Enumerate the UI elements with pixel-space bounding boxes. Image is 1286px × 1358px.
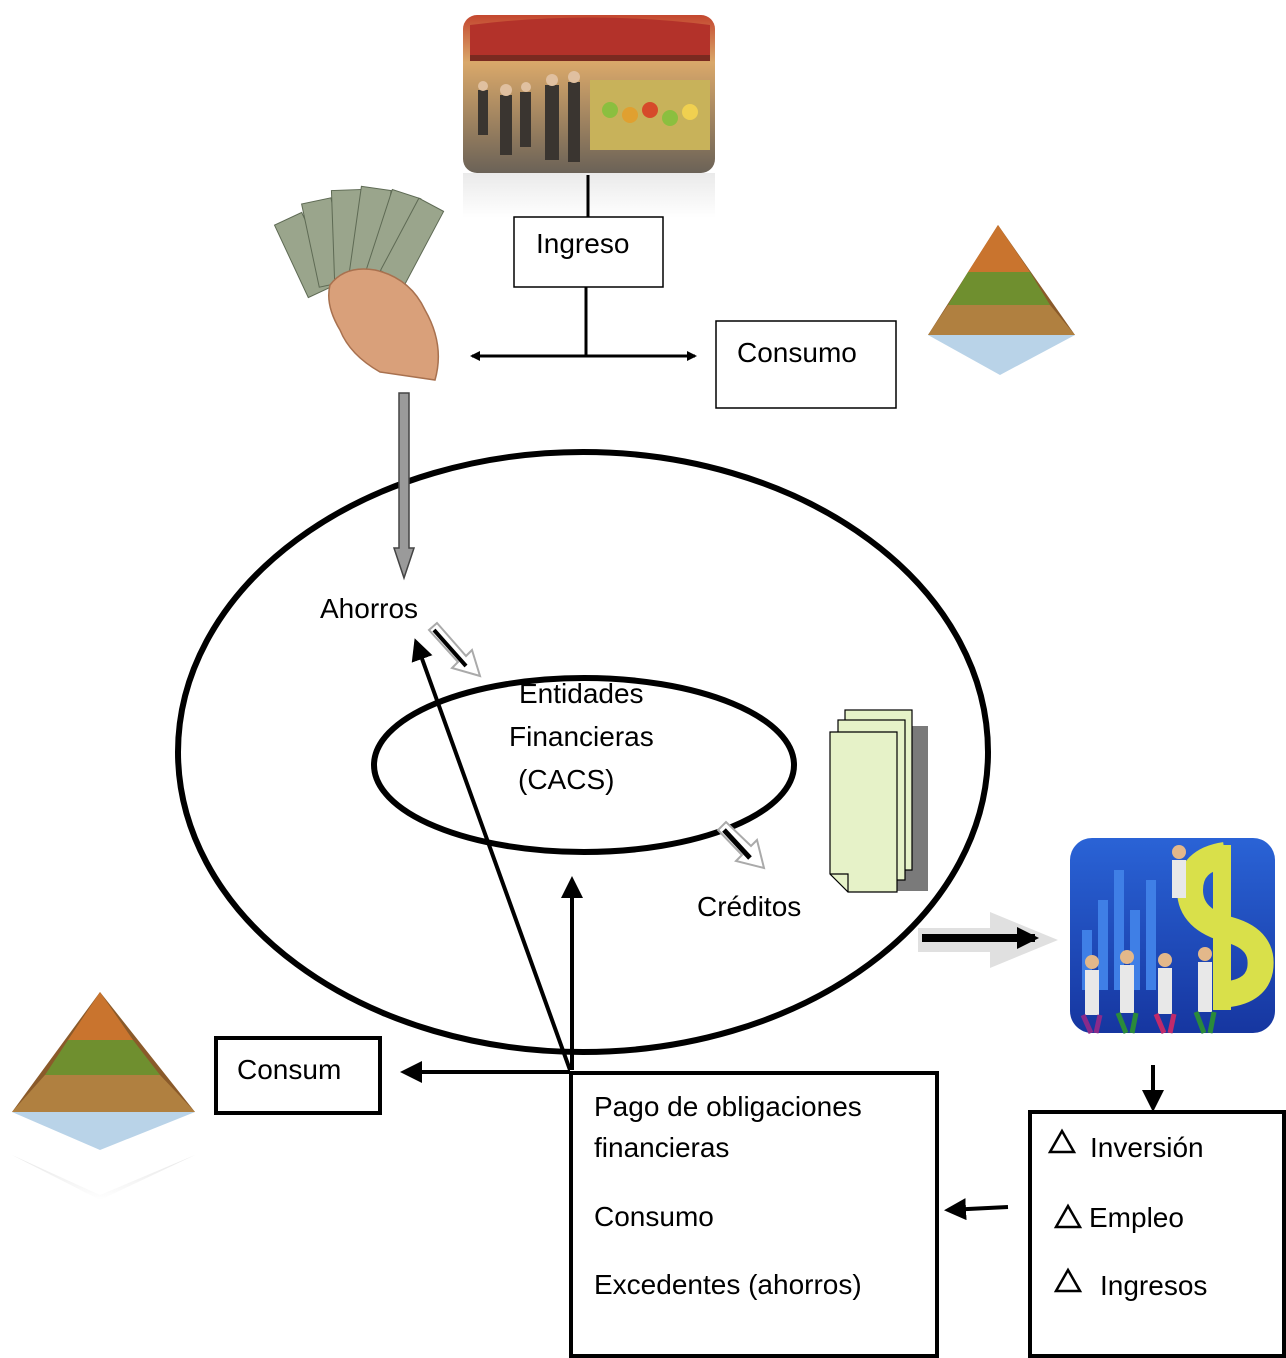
consumo-box — [715, 320, 897, 409]
delta-icon — [1047, 1128, 1077, 1154]
payments-line-2: financieras — [594, 1132, 729, 1163]
credits-to-investment-arrow — [918, 912, 1058, 968]
effect-empleo: Empleo — [1089, 1202, 1184, 1233]
inner-ellipse — [371, 675, 797, 855]
documents-stack-icon — [829, 709, 928, 893]
payments-line-3: Consumo — [594, 1201, 714, 1232]
payments-line-4: Excedentes (ahorros) — [594, 1269, 862, 1300]
ingreso-label: Ingreso — [536, 228, 629, 259]
ahorros-label: Ahorros — [320, 593, 418, 624]
payments-to-savings-arrow — [411, 638, 572, 1071]
ingreso-box — [513, 216, 664, 288]
delta-icon — [1053, 1267, 1083, 1293]
business-people-dollar-image — [1070, 838, 1275, 1035]
money-hand-image — [273, 185, 445, 381]
consum-label: Consum — [237, 1054, 341, 1085]
entities-line-3: (CACS) — [518, 764, 614, 795]
delta-icon — [1053, 1203, 1083, 1229]
payments-line-1: Pago de obligaciones — [594, 1091, 862, 1122]
effect-ingresos: Ingresos — [1100, 1270, 1207, 1301]
consum-box — [214, 1036, 382, 1115]
savings-to-entities-arrow — [427, 621, 482, 678]
outer-ellipse — [175, 449, 991, 1055]
payments-box — [569, 1071, 939, 1358]
creditos-label: Créditos — [697, 891, 801, 922]
entities-to-credits-arrow — [716, 820, 766, 870]
savings-down-arrow — [392, 392, 416, 581]
effect-inversion: Inversión — [1090, 1132, 1204, 1163]
entities-line-2: Financieras — [509, 721, 654, 752]
entities-line-1: Entidades — [519, 678, 644, 709]
consumo-label: Consumo — [737, 337, 857, 368]
effects-to-payments-arrow — [944, 1198, 1009, 1221]
food-pyramid-image — [12, 992, 195, 1200]
effects-box — [1028, 1110, 1286, 1358]
food-pyramid-image — [928, 225, 1075, 375]
